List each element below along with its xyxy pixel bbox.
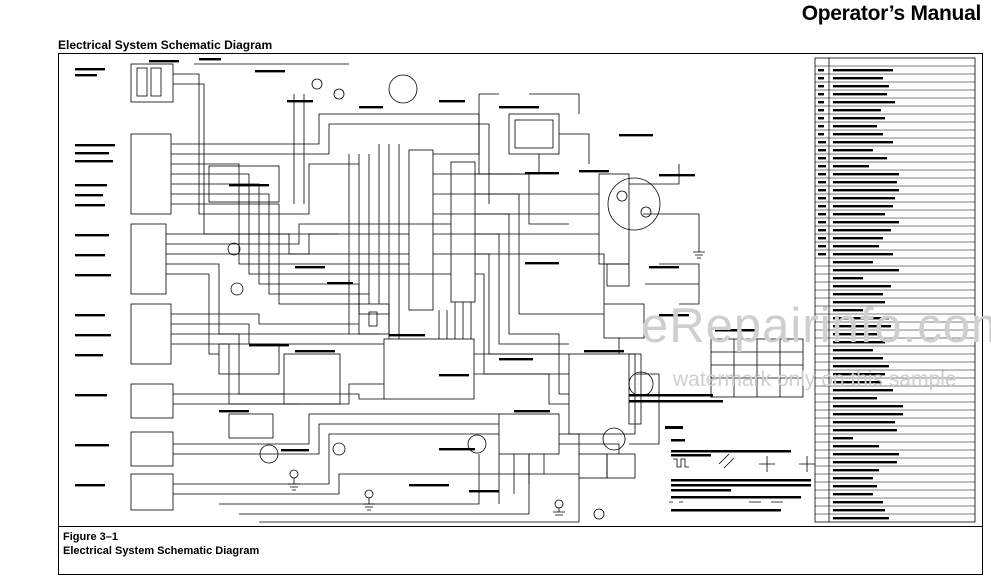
figure-number: Figure 3–1 <box>63 531 119 543</box>
figure-caption-box: Figure 3–1 Electrical System Schematic D… <box>58 527 983 575</box>
schematic-frame: eRepairinfo.com watermark only on this s… <box>58 53 991 527</box>
diagram-title: Electrical System Schematic Diagram <box>58 38 273 52</box>
schematic-drawing <box>75 57 976 523</box>
page-title: Operator’s Manual <box>801 2 982 25</box>
figure-caption: Electrical System Schematic Diagram <box>63 545 260 557</box>
